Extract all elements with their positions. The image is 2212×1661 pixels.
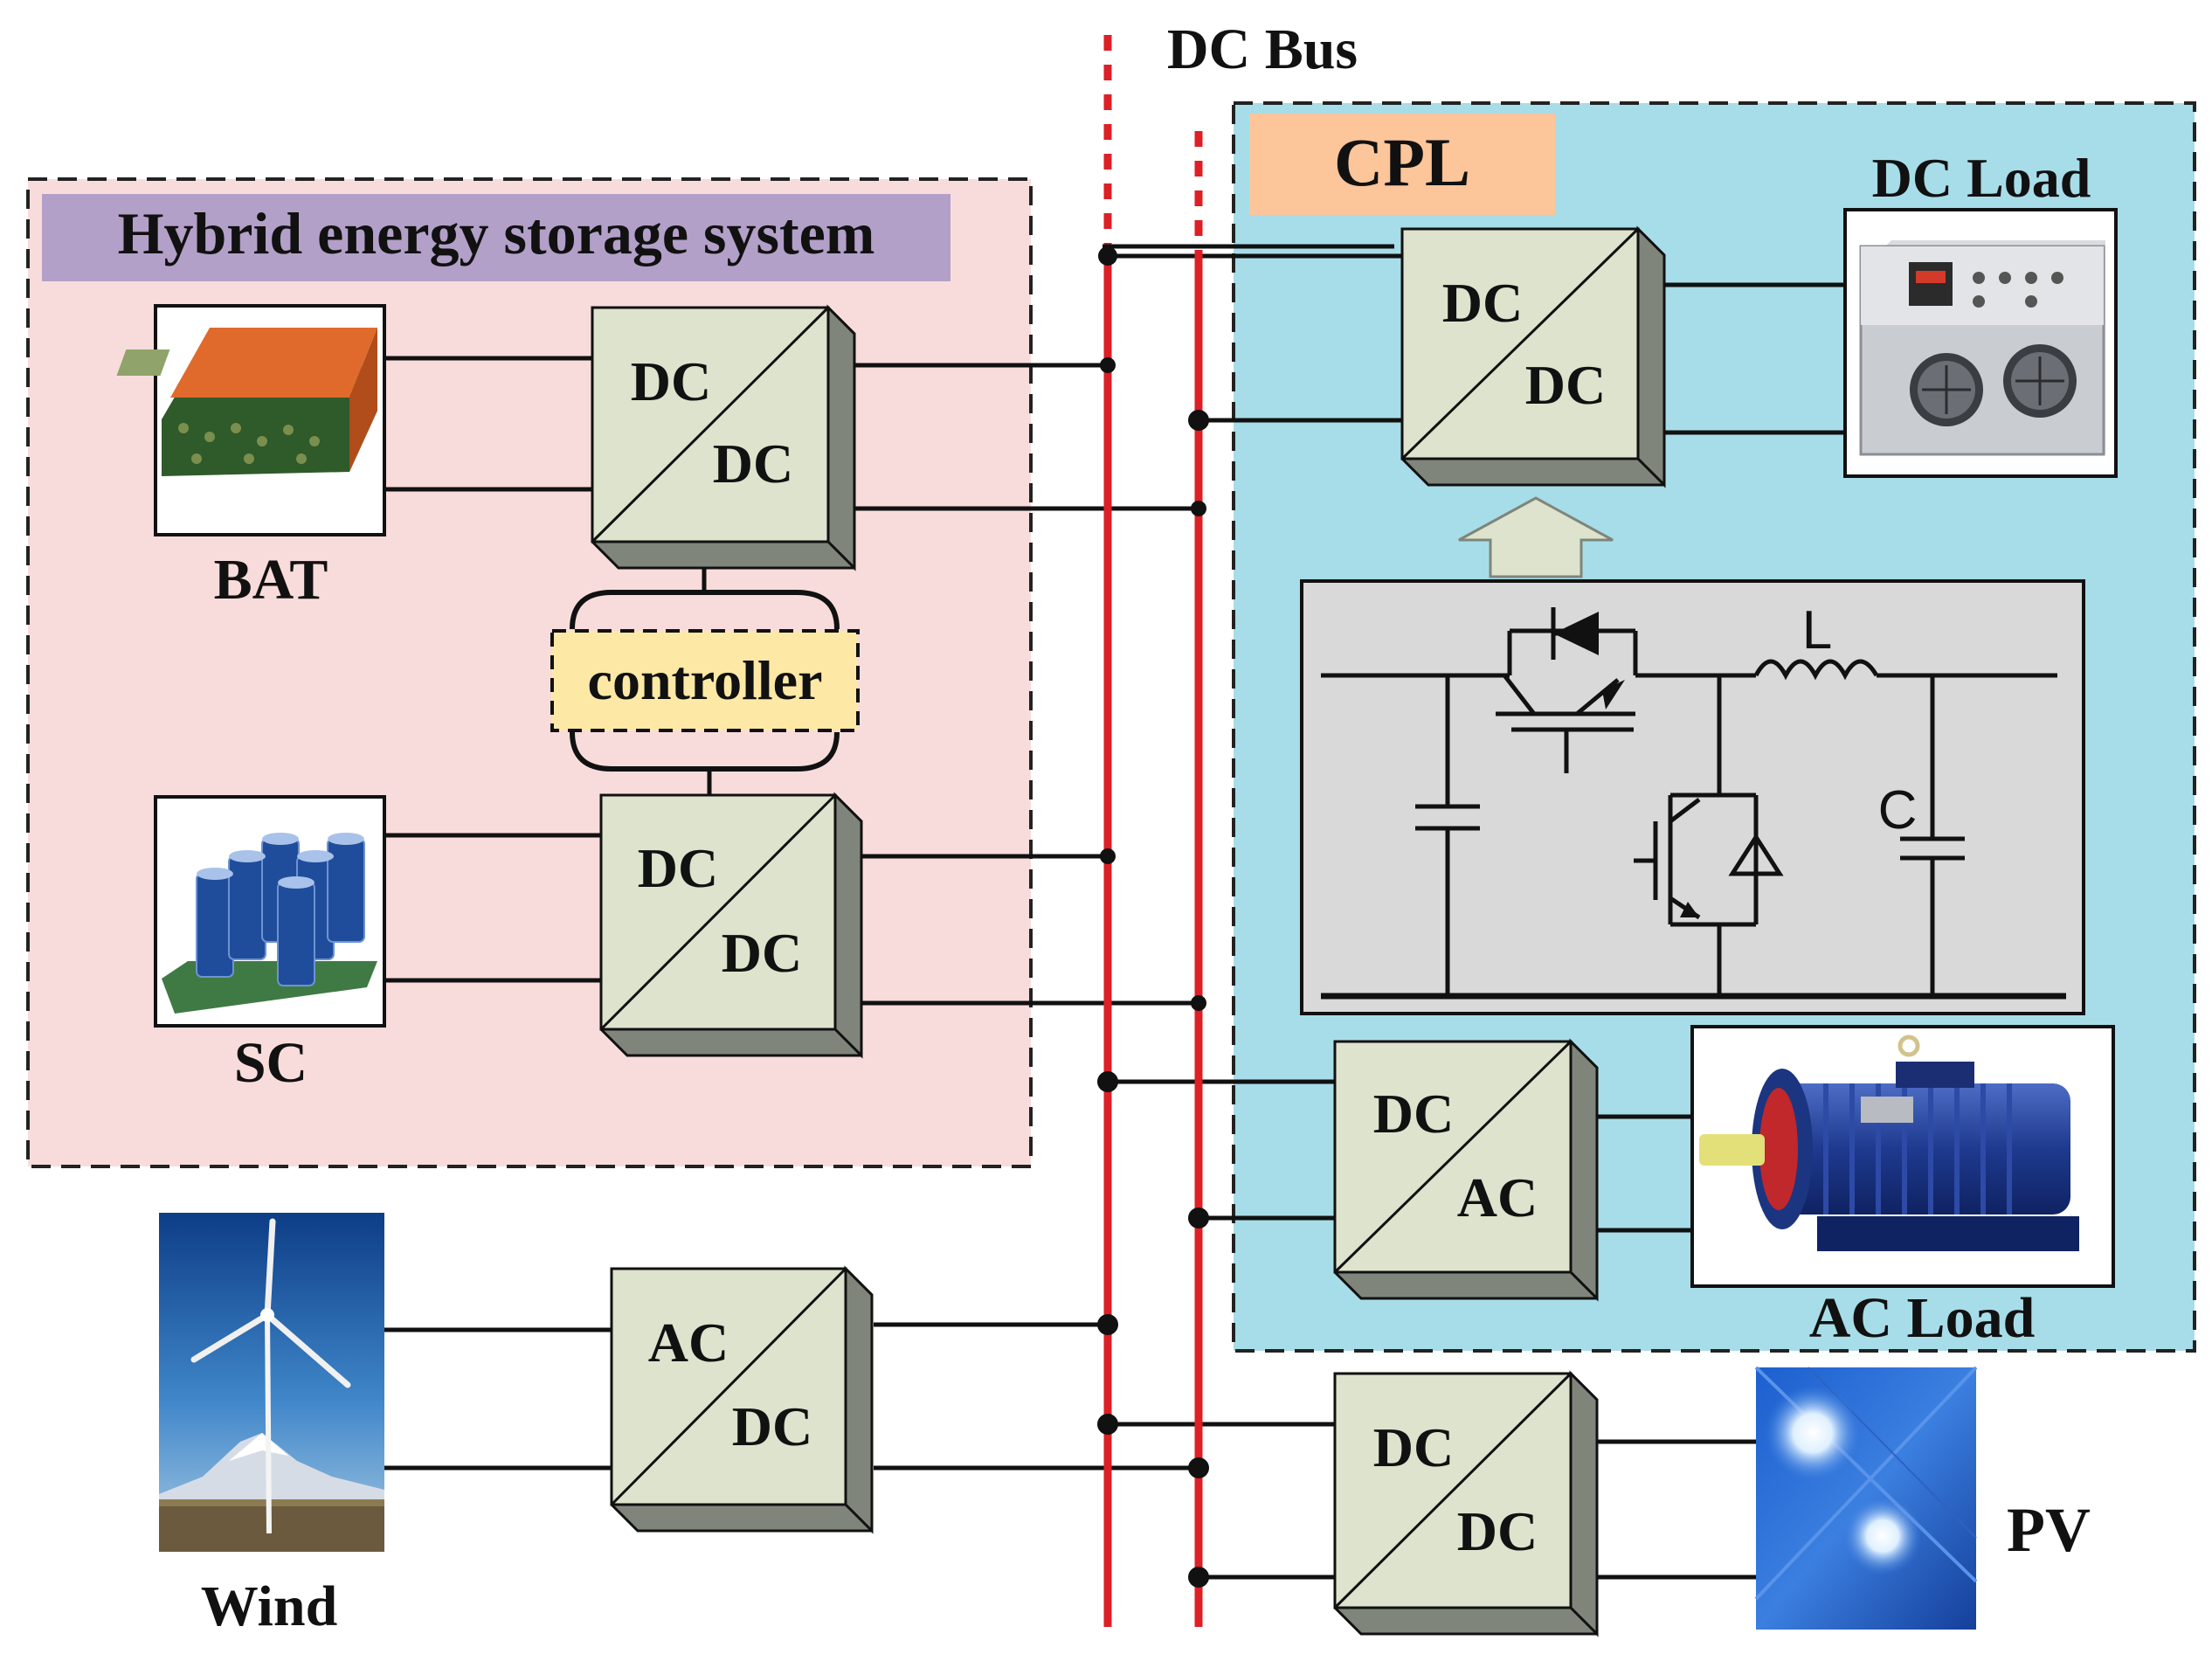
controller-block: controller [550,590,860,772]
battery-image: BAT [116,304,386,612]
cpl-title-banner [1249,114,1555,215]
sc-conv-top: DC [638,837,718,899]
cpl-dcdc-converter: DC DC [1400,225,1666,488]
dcac-top: DC [1373,1083,1454,1145]
inductor-label: L [1802,600,1832,661]
pv-panel-image: PV [1754,1366,2091,1630]
cpl-dcdc-bottom: DC [1525,354,1606,416]
wind-label: Wind [201,1574,338,1638]
cpl-dcac-converter: DC AC [1333,1038,1599,1302]
dc-load-image: DC Load [1843,147,2118,478]
hess-title-banner [42,194,950,281]
sc-label: SC [234,1031,308,1095]
wind-acdc-converter: AC DC [610,1265,874,1534]
junction-dots [1097,246,1209,1588]
wind-turbine-image: Wind [159,1213,384,1638]
bat-dcdc-converter: DC DC [591,304,856,571]
pv-label: PV [2007,1495,2091,1565]
pv-dcdc-converter: DC DC [1333,1370,1599,1637]
ac-load-motor-image: AC Load [1690,1025,2115,1350]
pv-conv-bottom: DC [1457,1500,1538,1562]
capacitor-label: C [1878,780,1918,841]
ac-load-label: AC Load [1809,1286,2036,1350]
dc-load-label: DC Load [1872,147,2091,209]
dc-bus-label: DC Bus [1167,17,1358,81]
up-arrow [1458,496,1614,578]
cpl-title: CPL [1334,124,1470,200]
circuit-schematic: L C [1300,579,2085,1015]
hess-title: Hybrid energy storage system [118,200,875,266]
pv-conv-top: DC [1373,1416,1454,1478]
bat-label: BAT [214,548,328,612]
sc-dcdc-converter: DC DC [599,792,863,1059]
wind-conv-top: AC [648,1311,729,1374]
cpl-dcdc-top: DC [1442,272,1523,334]
bat-conv-top: DC [631,350,711,412]
sc-conv-bottom: DC [722,922,802,984]
supercapacitor-image: SC [154,795,386,1095]
controller-label: controller [588,649,823,711]
dcac-bottom: AC [1457,1166,1538,1228]
wind-conv-bottom: DC [732,1395,812,1457]
dc-bus: DC Bus [1103,17,1394,1627]
bat-conv-bottom: DC [713,433,793,495]
connection-wires [384,253,1845,1580]
